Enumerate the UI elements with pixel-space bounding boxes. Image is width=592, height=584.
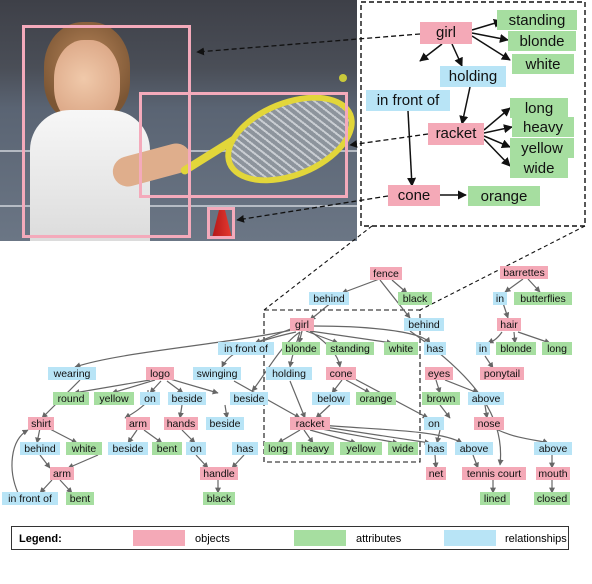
node-on-2: on [424,417,444,430]
node-has-3: has [425,442,447,455]
node-round: round [53,392,89,405]
node-butterflies: butterflies [514,292,572,305]
node-logo: logo [146,367,174,380]
node-heavy: heavy [296,442,334,455]
node-yellow: yellow [510,138,574,158]
node-lined: lined [480,492,510,505]
node-above-1: above [468,392,504,405]
node-eyes: eyes [425,367,453,380]
legend-objects-label: objects [195,533,230,545]
node-long: long [510,98,568,118]
node-behind-3: behind [20,442,60,455]
node-has-1: has [424,342,446,355]
node-behind-1: behind [309,292,349,305]
node-in-1: in [493,292,507,305]
node-holding: holding [440,66,506,87]
node-above-3: above [534,442,572,455]
node-holding: holding [266,367,312,380]
node-wide: wide [388,442,418,455]
node-black-1: black [398,292,432,305]
node-in-2: in [476,342,490,355]
node-yellow-2: yellow [340,442,382,455]
node-white-1: white [384,342,418,355]
legend-relationships-label: relationships [505,533,567,545]
node-heavy: heavy [512,117,574,137]
node-net: net [426,467,446,480]
node-beside-3: beside [206,417,244,430]
racket-bounding-box [139,92,348,198]
legend-relationships-swatch [444,530,496,546]
legend: Legend: objects attributes relationships [11,526,569,550]
node-fence: fence [370,267,402,280]
node-shirt: shirt [28,417,54,430]
node-bent-1: bent [152,442,182,455]
node-arm-2: arm [50,467,74,480]
node-beside-1: beside [168,392,206,405]
node-in-front-of: in front of [366,90,450,111]
legend-attributes-label: attributes [356,533,402,545]
cone-bounding-box [207,207,235,239]
court-line [0,205,357,207]
node-black-2: black [203,492,235,505]
node-beside-2: beside [230,392,268,405]
node-cone: cone [388,185,440,206]
node-arm-1: arm [126,417,150,430]
node-on-1: on [140,392,160,405]
detail-box [263,309,421,463]
node-white-2: white [66,442,102,455]
node-hair: hair [497,318,521,331]
node-racket: racket [428,123,484,145]
node-closed: closed [534,492,570,505]
node-wide: wide [510,158,568,178]
node-handle: handle [200,467,238,480]
node-mouth: mouth [536,467,570,480]
node-above-2: above [455,442,493,455]
node-in-front-of-1: in front of [218,342,274,355]
node-in-front-of-2: in front of [2,492,58,505]
node-long-2: long [264,442,292,455]
node-racket: racket [290,417,330,430]
node-hands: hands [164,417,198,430]
node-bent-2: bent [66,492,94,505]
node-blonde-1: blonde [282,342,320,355]
node-blonde-2: blonde [496,342,536,355]
node-below: below [312,392,350,405]
node-brown: brown [422,392,460,405]
legend-objects-swatch [133,530,185,546]
node-standing: standing [326,342,374,355]
node-swinging: swinging [193,367,241,380]
legend-title: Legend: [19,533,62,545]
node-wearing: wearing [48,367,96,380]
node-yellow-1: yellow [94,392,134,405]
scene-graph-box [360,1,586,227]
node-behind-2: behind [404,318,444,331]
node-beside-4: beside [108,442,148,455]
photo [0,0,357,241]
node-standing: standing [497,10,577,30]
node-cone: cone [326,367,356,380]
tennis-ball [339,74,347,82]
node-tennis-court: tennis court [462,467,526,480]
node-white: white [512,54,574,74]
node-has-2: has [232,442,258,455]
girl-bounding-box [22,25,191,238]
node-ponytail: ponytail [480,367,524,380]
node-girl: girl [420,22,472,44]
node-orange: orange [356,392,396,405]
node-orange: orange [468,186,540,206]
node-blonde: blonde [508,31,576,51]
node-barrettes: barrettes [500,266,548,279]
node-nose: nose [474,417,504,430]
node-girl: girl [290,318,314,331]
node-on-3: on [186,442,206,455]
legend-attributes-swatch [294,530,346,546]
node-long-1: long [542,342,572,355]
